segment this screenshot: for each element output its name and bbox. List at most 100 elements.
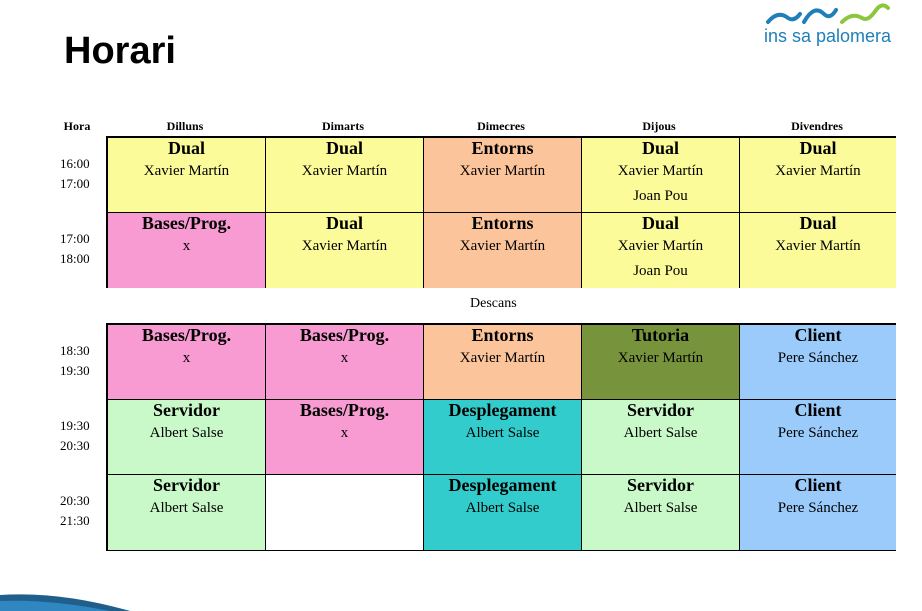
teacher-name: x <box>340 350 349 366</box>
teacher-name: Joan Pou <box>633 263 688 279</box>
subject-name: Servidor <box>627 400 694 420</box>
subject-name: Client <box>794 325 842 345</box>
schedule-cell: Bases/Prog. x <box>266 325 424 400</box>
subject-name: Tutoria <box>631 325 690 345</box>
teacher-name: Xavier Martín <box>143 163 230 179</box>
schedule-cell: Bases/Prog. x <box>266 400 424 475</box>
teacher-name: x <box>182 238 191 254</box>
subject-name: Client <box>794 475 842 495</box>
break-label: Descans <box>470 296 517 311</box>
teacher-name: Xavier Martín <box>617 350 704 366</box>
page-title: Horari <box>64 30 176 72</box>
subject-name: Entorns <box>471 213 534 233</box>
time-end: 19:30 <box>60 363 90 378</box>
teacher-name: x <box>340 425 349 441</box>
subject-name: Dual <box>167 138 205 158</box>
time-slot-label: 19:30 20:30 <box>60 416 90 456</box>
subject-name: Desplegament <box>448 400 557 420</box>
waves-icon <box>766 3 890 24</box>
subject-name: Entorns <box>471 138 534 158</box>
time-end: 20:30 <box>60 438 90 453</box>
teacher-name: Xavier Martín <box>459 350 546 366</box>
day-header-dimarts: Dimarts <box>322 119 364 133</box>
teacher-name: Albert Salse <box>623 500 698 516</box>
subject-name: Bases/Prog. <box>299 400 390 420</box>
time-end: 21:30 <box>60 513 90 528</box>
schedule-cell: Bases/Prog. x <box>108 325 266 400</box>
subject-name: Dual <box>799 213 837 233</box>
time-end: 18:00 <box>60 251 90 266</box>
teacher-name: Xavier Martín <box>459 163 546 179</box>
subject-name: Entorns <box>471 325 534 345</box>
subject-name: Bases/Prog. <box>141 325 232 345</box>
teacher-name: Xavier Martín <box>617 163 704 179</box>
time-slot-label: 16:00 17:00 <box>60 154 90 194</box>
teacher-name: Pere Sánchez <box>777 500 859 516</box>
teacher-name: Albert Salse <box>149 500 224 516</box>
teacher-name: Albert Salse <box>149 425 224 441</box>
teacher-name: x <box>182 350 191 366</box>
day-header-dijous: Dijous <box>642 119 676 133</box>
time-start: 17:00 <box>60 231 90 246</box>
day-header-dilluns: Dilluns <box>166 119 204 133</box>
teacher-name: Pere Sánchez <box>777 425 859 441</box>
teacher-name: Xavier Martín <box>459 238 546 254</box>
teacher-name: Pere Sánchez <box>777 350 859 366</box>
schedule-cell <box>266 475 424 550</box>
teacher-name: Xavier Martín <box>775 163 861 179</box>
teacher-name: Albert Salse <box>465 425 540 441</box>
subject-name: Servidor <box>627 475 694 495</box>
subject-name: Dual <box>641 213 679 233</box>
subject-name: Client <box>794 400 842 420</box>
logo-text: ins sa palomera <box>764 26 892 46</box>
day-header-dimecres: Dimecres <box>477 119 525 133</box>
teacher-name: Joan Pou <box>633 188 688 204</box>
teacher-name: Xavier Martín <box>775 238 861 254</box>
teacher-name: Albert Salse <box>623 425 698 441</box>
school-logo: ins sa palomera <box>758 0 918 50</box>
teacher-name: Xavier Martín <box>301 238 388 254</box>
subject-name: Dual <box>799 138 837 158</box>
subject-name: Dual <box>325 213 363 233</box>
teacher-name: Xavier Martín <box>301 163 388 179</box>
time-start: 19:30 <box>60 418 90 433</box>
time-start: 16:00 <box>60 156 90 171</box>
teacher-name: Albert Salse <box>465 500 540 516</box>
time-end: 17:00 <box>60 176 90 191</box>
time-slot-label: 17:00 18:00 <box>60 229 90 269</box>
teacher-name: Xavier Martín <box>617 238 704 254</box>
time-start: 18:30 <box>60 343 90 358</box>
subject-name: Bases/Prog. <box>299 325 390 345</box>
subject-name: Bases/Prog. <box>141 213 232 233</box>
hora-header: Hora <box>63 119 91 133</box>
subject-name: Dual <box>325 138 363 158</box>
schedule-cell: Bases/Prog. x <box>108 213 266 288</box>
subject-name: Servidor <box>153 475 220 495</box>
subject-name: Dual <box>641 138 679 158</box>
time-slot-label: 18:30 19:30 <box>60 341 90 381</box>
subject-name: Desplegament <box>448 475 557 495</box>
day-header-divendres: Divendres <box>791 119 843 133</box>
